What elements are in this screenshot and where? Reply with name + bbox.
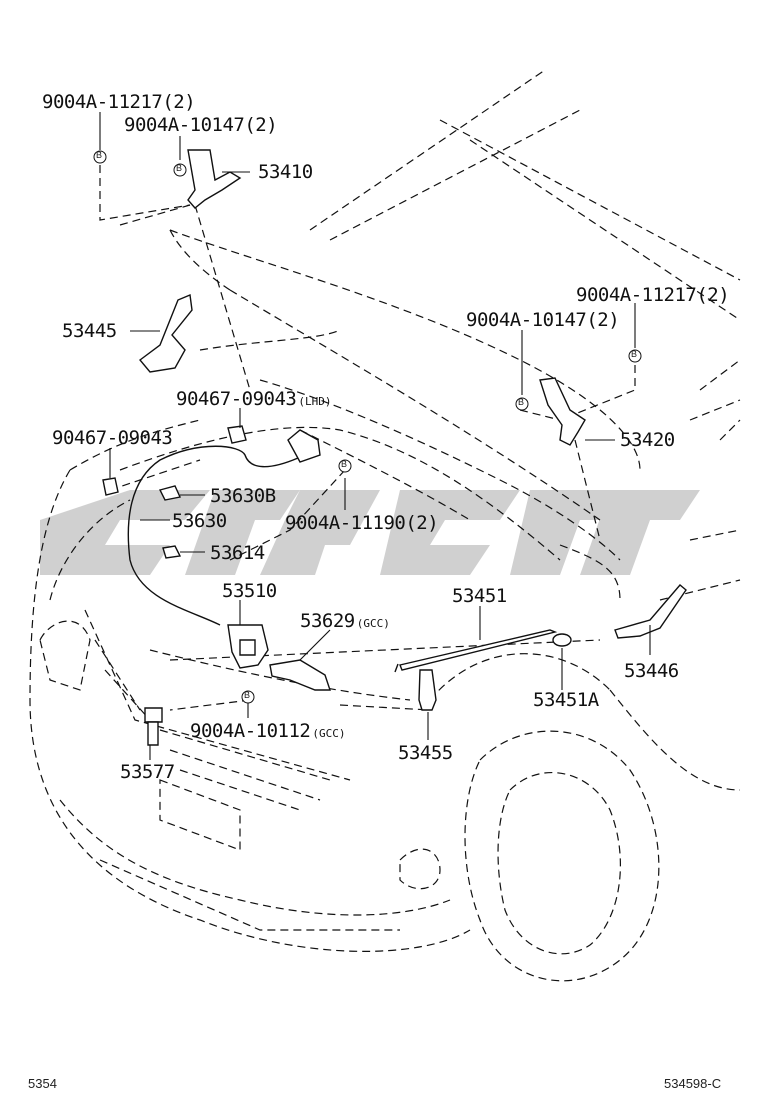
part-label-90467-09043-lhd[interactable]: 90467-09043(LHD) <box>176 389 331 412</box>
clip-90467-09043 <box>102 477 119 496</box>
bolt-marker-letter: B <box>176 163 183 173</box>
part-label-9004a-10147-right[interactable]: 9004A-10147(2) <box>466 309 620 331</box>
part-label-53446[interactable]: 53446 <box>624 660 679 682</box>
part-number: 90467-09043 <box>176 388 297 410</box>
part-number: 9004A-10112 <box>190 720 311 742</box>
hinge-53420 <box>539 377 586 446</box>
part-label-9004a-10112[interactable]: 9004A-10112(GCC) <box>190 721 345 744</box>
bolt-53577 <box>144 707 163 723</box>
bolt-markers <box>93 150 642 704</box>
vehicle-outline <box>29 69 741 982</box>
rod-holder-53455 <box>418 669 437 711</box>
bolt-marker-letter: B <box>244 690 251 700</box>
part-label-53510[interactable]: 53510 <box>222 580 277 602</box>
parts <box>102 149 687 746</box>
clip-53630b <box>158 485 182 501</box>
part-label-53455[interactable]: 53455 <box>398 742 453 764</box>
protector-53629 <box>269 659 331 691</box>
part-label-9004a-11217-right[interactable]: 9004A-11217(2) <box>576 284 730 306</box>
garnish-53445 <box>138 294 193 373</box>
part-label-53451a[interactable]: 53451A <box>533 689 599 711</box>
part-label-53445[interactable]: 53445 <box>62 320 117 342</box>
part-label-9004a-11217-left[interactable]: 9004A-11217(2) <box>42 91 196 113</box>
part-label-53630[interactable]: 53630 <box>172 510 227 532</box>
part-label-53630b[interactable]: 53630B <box>210 485 276 507</box>
part-label-90467-09043[interactable]: 90467-09043 <box>52 427 173 449</box>
part-label-53629[interactable]: 53629(GCC) <box>300 611 390 634</box>
part-number: 53629 <box>300 610 355 632</box>
bolt-marker-letter: B <box>631 349 638 359</box>
part-suffix: (GCC) <box>312 727 346 740</box>
bolt-marker-letter: B <box>341 459 348 469</box>
part-label-53614[interactable]: 53614 <box>210 542 265 564</box>
part-label-53420[interactable]: 53420 <box>620 429 675 451</box>
hinge-53410 <box>187 149 242 209</box>
part-label-53410[interactable]: 53410 <box>258 161 313 183</box>
page-code: 5354 <box>28 1076 57 1091</box>
part-label-9004a-10147-left[interactable]: 9004A-10147(2) <box>124 114 278 136</box>
clip-53614 <box>162 545 182 559</box>
clip-90467-09043-lhd <box>227 425 247 444</box>
leader-lines <box>99 112 651 760</box>
watermark-logo <box>40 490 700 575</box>
bolt-marker-letter: B <box>96 150 103 160</box>
bolt-marker-letter: B <box>518 397 525 407</box>
support-rod-53451 <box>399 629 558 671</box>
part-label-9004a-11190[interactable]: 9004A-11190(2) <box>285 512 439 534</box>
release-lever <box>287 429 321 463</box>
release-cable-53630 <box>127 445 299 626</box>
part-suffix: (GCC) <box>356 617 390 630</box>
part-suffix: (LHD) <box>298 395 332 408</box>
part-label-53577[interactable]: 53577 <box>120 761 175 783</box>
diagram-code: 534598-C <box>664 1076 722 1091</box>
holder-53451a <box>552 633 572 647</box>
part-label-53451[interactable]: 53451 <box>452 585 507 607</box>
